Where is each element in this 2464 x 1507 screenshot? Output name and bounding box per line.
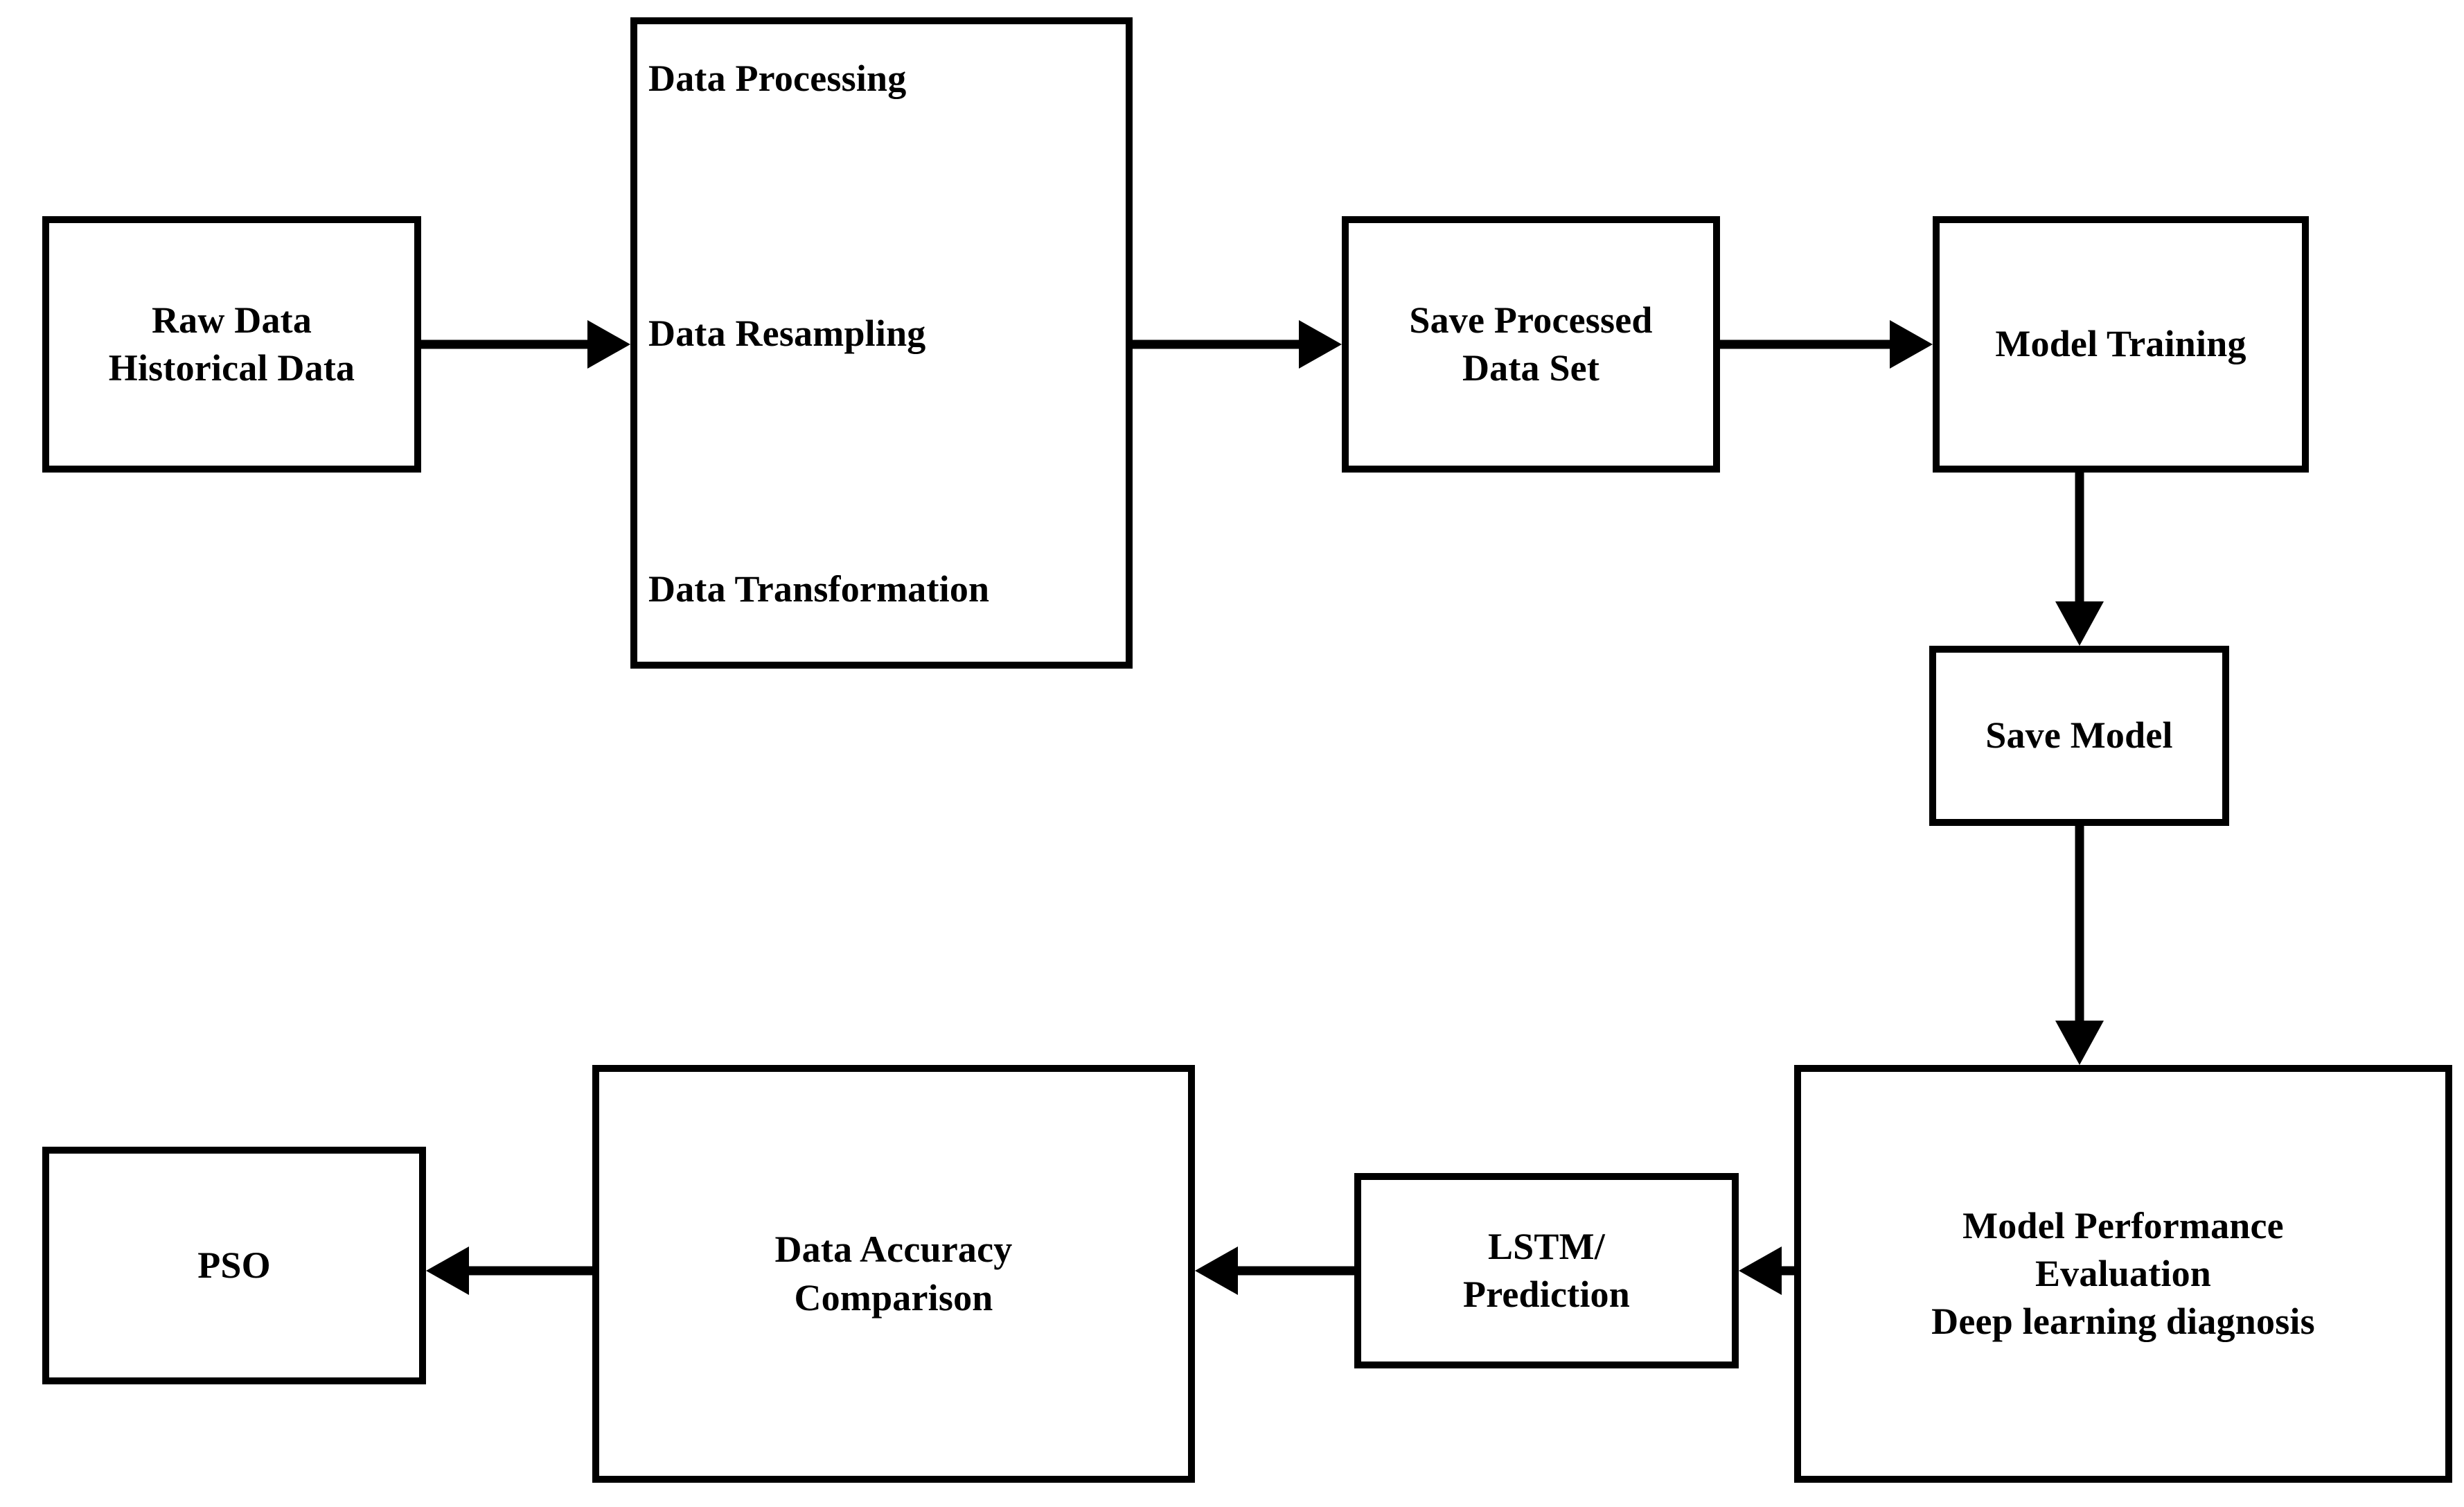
node-save-processed-data-set-line-2: Data Set [1462,347,1600,389]
node-data-processing[interactable]: Data Processing Data Resampling Data Tra… [630,17,1133,669]
node-data-processing-line-3: Data Transformation [648,567,990,610]
node-save-processed-data-set[interactable]: Save Processed Data Set [1342,216,1720,473]
node-save-processed-data-set-line-1: Save Processed [1409,299,1653,341]
node-data-accuracy-comparison[interactable]: Data Accuracy Comparison [592,1065,1195,1483]
node-model-performance-evaluation[interactable]: Model Performance Evaluation Deep learni… [1794,1065,2452,1483]
node-model-training[interactable]: Model Training [1933,216,2309,473]
node-data-processing-line-1: Data Processing [648,58,907,99]
node-model-performance-evaluation-line-1: Model Performance [1962,1204,2284,1246]
arrow-save-processed-data-set-to-model-training [1720,320,1933,369]
node-pso-line-1: PSO [197,1244,271,1286]
node-model-training-line-1: Model Training [1995,323,2246,365]
node-raw-data-line-2: Historical Data [108,347,355,389]
node-data-accuracy-comparison-line-2: Comparison [794,1276,993,1319]
arrow-model-training-to-save-model [2055,473,2104,646]
arrow-model-performance-evaluation-to-lstm-prediction [1739,1246,1794,1295]
arrow-lstm-prediction-to-data-accuracy-comparison [1195,1246,1354,1295]
node-raw-data-line-1: Raw Data [151,299,312,341]
arrow-raw-data-to-data-processing [421,320,630,369]
node-lstm-prediction-line-2: Prediction [1463,1274,1630,1315]
arrow-data-accuracy-comparison-to-pso [426,1246,592,1295]
arrow-save-model-to-model-performance-evaluation [2055,826,2104,1065]
node-save-model-line-1: Save Model [1985,714,2173,757]
node-save-model[interactable]: Save Model [1929,646,2229,826]
node-model-performance-evaluation-line-3: Deep learning diagnosis [1931,1301,2315,1343]
node-lstm-prediction[interactable]: LSTM/ Prediction [1354,1173,1739,1368]
node-raw-data[interactable]: Raw Data Historical Data [42,216,421,473]
node-data-accuracy-comparison-line-1: Data Accuracy [774,1228,1013,1271]
node-model-performance-evaluation-line-2: Evaluation [2035,1252,2212,1294]
node-lstm-prediction-line-1: LSTM/ [1487,1225,1606,1267]
arrow-data-processing-to-save-processed-data-set [1133,320,1342,369]
node-pso[interactable]: PSO [42,1147,426,1384]
node-data-processing-line-2: Data Resampling [648,312,926,355]
